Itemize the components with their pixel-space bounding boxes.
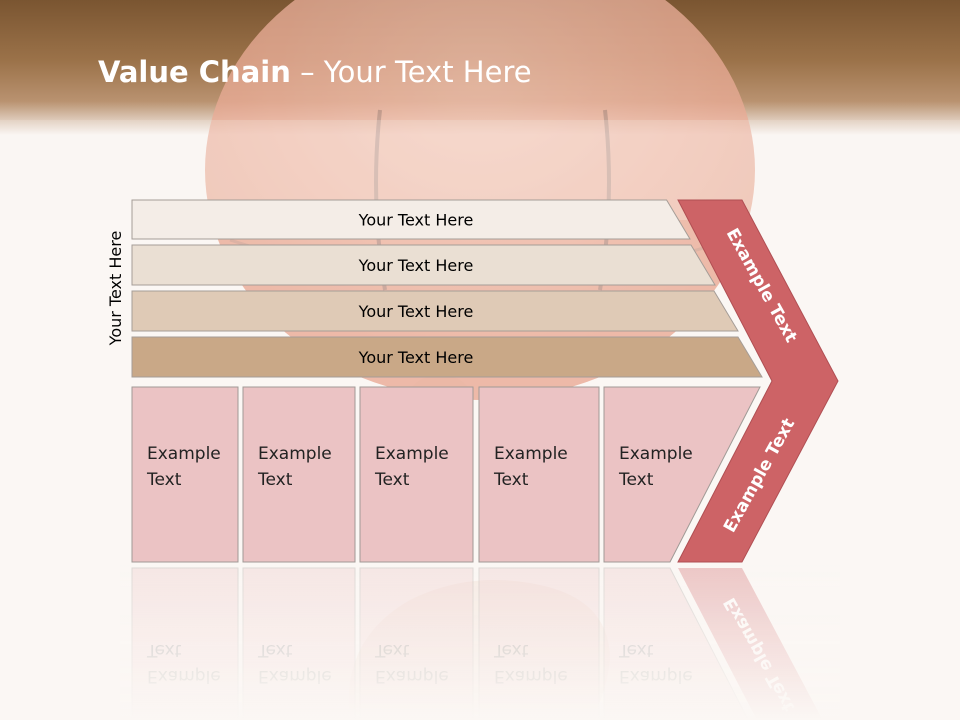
value-bar-label-4: Your Text Here (358, 348, 474, 367)
example-box-line2-5: Text (618, 470, 654, 490)
example-box-line1-1: Example (147, 444, 221, 464)
value-bar-label-1: Your Text Here (358, 211, 474, 230)
example-box-3 (359, 386, 474, 563)
side-label: Your Text Here (106, 231, 125, 347)
example-box-line1-5: Example (619, 444, 693, 464)
value-bar-2 (131, 244, 716, 286)
value-bar-4 (131, 336, 763, 378)
example-box-line2-4: Text (493, 470, 529, 490)
value-bar-1 (131, 199, 691, 240)
value-bar-3 (131, 290, 739, 332)
example-box-line2-3: Text (374, 470, 410, 490)
reflection-fade (120, 565, 840, 720)
page-title: Value Chain – Your Text Here (98, 55, 532, 89)
example-box-line2-2: Text (257, 470, 293, 490)
example-box-2 (242, 386, 356, 563)
example-box-4 (478, 386, 600, 563)
title-rest: – Your Text Here (290, 55, 532, 89)
example-box-line1-2: Example (258, 444, 332, 464)
value-bar-label-2: Your Text Here (358, 256, 474, 275)
example-box-1 (131, 386, 239, 563)
chevron-shape (677, 199, 839, 563)
example-box-line1-4: Example (494, 444, 568, 464)
value-bar-label-3: Your Text Here (358, 302, 474, 321)
example-box-line2-1: Text (146, 470, 182, 490)
title-bold: Value Chain (98, 55, 291, 89)
example-box-5 (603, 386, 761, 563)
example-box-line1-3: Example (375, 444, 449, 464)
